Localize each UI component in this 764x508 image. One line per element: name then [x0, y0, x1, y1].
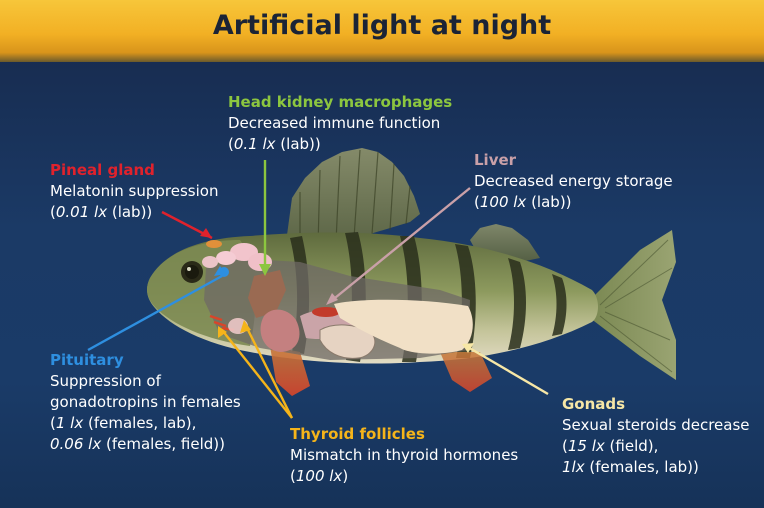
gonads-dose-2: 1lx (females, lab)) [562, 457, 750, 478]
head-kidney-heading: Head kidney macrophages [228, 92, 452, 113]
pituitary-dose-2: 0.06 lx (females, field)) [50, 434, 241, 455]
liver-dose: (100 lx (lab)) [474, 192, 673, 213]
gonads-effect: Sexual steroids decrease [562, 415, 750, 436]
pituitary-dose-1: (1 lx (females, lab), [50, 413, 241, 434]
gonads-heading: Gonads [562, 394, 750, 415]
label-head-kidney: Head kidney macrophages Decreased immune… [228, 92, 452, 155]
label-pituitary: Pituitary Suppression of gonadotropins i… [50, 350, 241, 455]
tail-fin [590, 230, 676, 380]
label-thyroid-follicles: Thyroid follicles Mismatch in thyroid ho… [290, 424, 518, 487]
pituitary-effect-1: Suppression of [50, 371, 241, 392]
pineal-heading: Pineal gland [50, 160, 218, 181]
liver-effect: Decreased energy storage [474, 171, 673, 192]
label-pineal-gland: Pineal gland Melatonin suppression (0.01… [50, 160, 218, 223]
label-gonads: Gonads Sexual steroids decrease (15 lx (… [562, 394, 750, 478]
pineal-effect: Melatonin suppression [50, 181, 218, 202]
pineal-dose: (0.01 lx (lab)) [50, 202, 218, 223]
gonads-dose-1: (15 lx (field), [562, 436, 750, 457]
thyroid-effect: Mismatch in thyroid hormones [290, 445, 518, 466]
pituitary-heading: Pituitary [50, 350, 241, 371]
liver-heading: Liver [474, 150, 673, 171]
label-liver: Liver Decreased energy storage (100 lx (… [474, 150, 673, 213]
head-kidney-effect: Decreased immune function [228, 113, 452, 134]
thyroid-heading: Thyroid follicles [290, 424, 518, 445]
head-kidney-dose: (0.1 lx (lab)) [228, 134, 452, 155]
thyroid-dose: (100 lx) [290, 466, 518, 487]
spleen-organ [312, 307, 340, 317]
pituitary-effect-2: gonadotropins in females [50, 392, 241, 413]
pineal-organ [206, 240, 222, 248]
